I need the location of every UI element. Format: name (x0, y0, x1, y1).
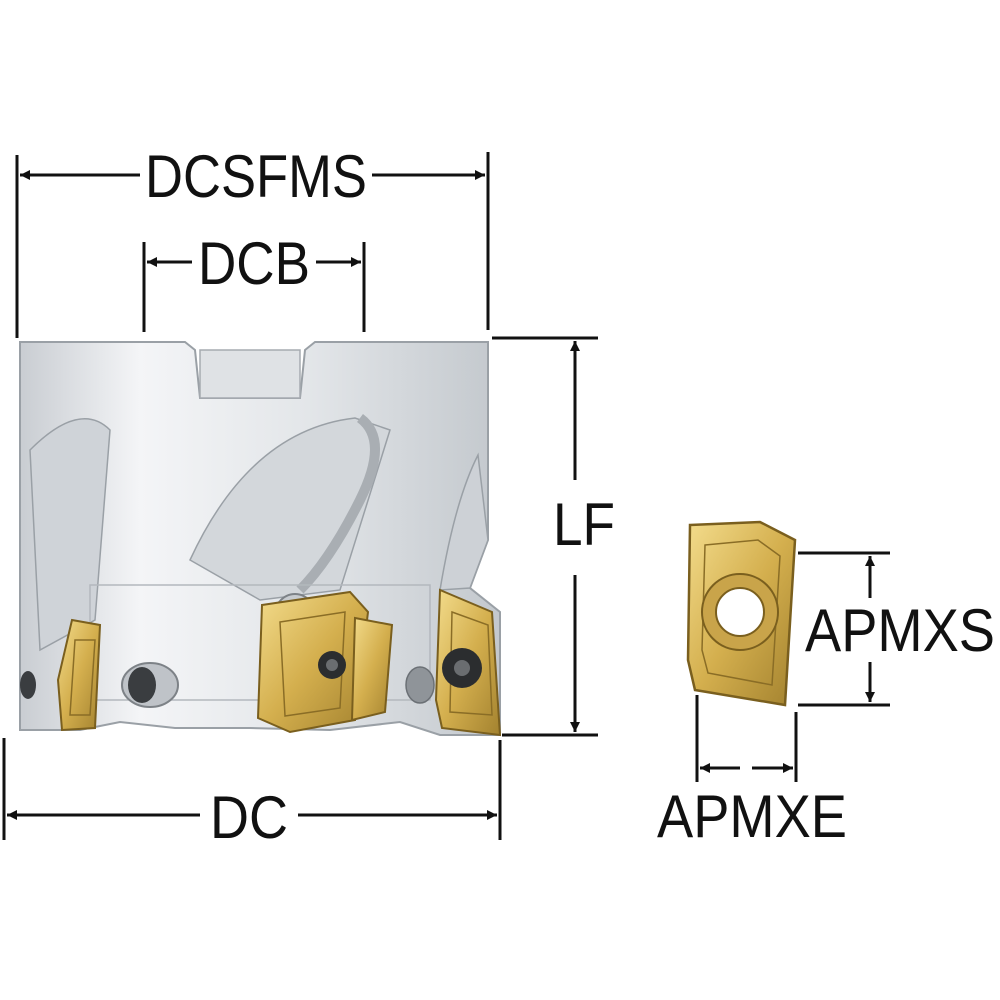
cutter-insert-left (56, 618, 102, 732)
standalone-insert (686, 520, 797, 707)
dcsfms-label: DCSFMS (145, 143, 367, 210)
milling-cutter-body (19, 341, 501, 736)
insert-hole-icon (715, 587, 765, 637)
cutter-insert-right (434, 588, 502, 737)
drive-slot (199, 349, 301, 399)
coolant-channel (296, 413, 380, 594)
apmxs-label: APMXS (805, 597, 995, 664)
side-hole-icon (20, 671, 36, 699)
insert-land (701, 539, 781, 686)
cutter-insert-center-2 (350, 616, 394, 722)
dimension-lines (2, 152, 890, 840)
coolant-hole-inner-icon (128, 667, 156, 703)
dcb-label: DCB (198, 230, 310, 297)
chip-flute-right (439, 452, 489, 591)
apmxe-label: APMXE (657, 783, 847, 850)
body-hole-right-icon (405, 666, 435, 704)
cutter-insert-center (256, 590, 370, 734)
lf-label: LF (553, 491, 615, 558)
dc-label: DC (210, 784, 288, 851)
